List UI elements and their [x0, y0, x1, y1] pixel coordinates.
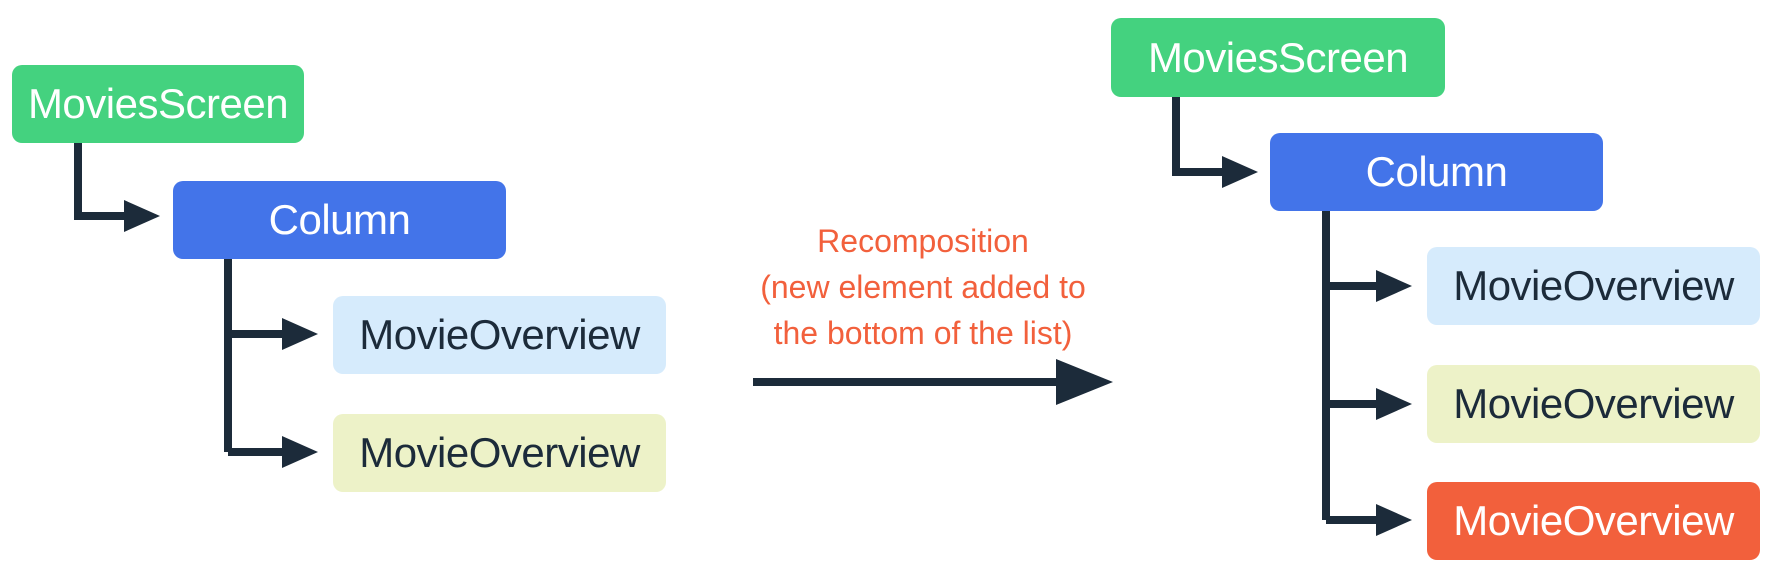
node-label: MoviesScreen — [1147, 33, 1409, 81]
arrowhead-icon — [1222, 156, 1258, 188]
arrowhead-icon — [282, 436, 318, 468]
recomposition-caption: Recomposition (new element added to the … — [700, 218, 1146, 356]
node-left-movieoverview-2: MovieOverview — [333, 414, 666, 492]
node-label: MovieOverview — [1453, 497, 1734, 544]
node-left-moviesscreen: MoviesScreen — [12, 65, 304, 143]
node-label: MoviesScreen — [27, 80, 289, 127]
caption-line: Recomposition — [817, 223, 1029, 259]
arrowhead-icon — [1376, 388, 1412, 420]
node-right-column: Column — [1270, 133, 1603, 211]
node-label: Column — [268, 196, 411, 243]
node-left-movieoverview-1: MovieOverview — [333, 296, 666, 374]
node-right-moviesscreen: MoviesScreen — [1111, 18, 1445, 97]
arrowhead-icon — [1376, 504, 1412, 536]
node-label: MovieOverview — [359, 429, 640, 476]
node-right-movieoverview-1: MovieOverview — [1427, 247, 1760, 325]
connector-left-moviesscreen-to-column — [74, 143, 124, 220]
caption-line: (new element added to — [760, 269, 1086, 305]
arrowhead-icon — [1376, 270, 1412, 302]
arrowhead-icon — [1056, 359, 1113, 405]
node-label: MovieOverview — [1453, 380, 1734, 427]
arrowhead-icon — [282, 318, 318, 350]
node-right-movieoverview-2: MovieOverview — [1427, 365, 1760, 443]
node-label: MovieOverview — [1453, 262, 1734, 309]
arrowhead-icon — [124, 200, 160, 232]
caption-line: the bottom of the list) — [773, 315, 1073, 351]
connector-right-moviesscreen-to-column — [1172, 97, 1222, 176]
node-left-column: Column — [173, 181, 506, 259]
node-right-movieoverview-new: MovieOverview — [1427, 482, 1760, 560]
node-label: MovieOverview — [359, 311, 640, 358]
node-label: Column — [1365, 148, 1508, 195]
